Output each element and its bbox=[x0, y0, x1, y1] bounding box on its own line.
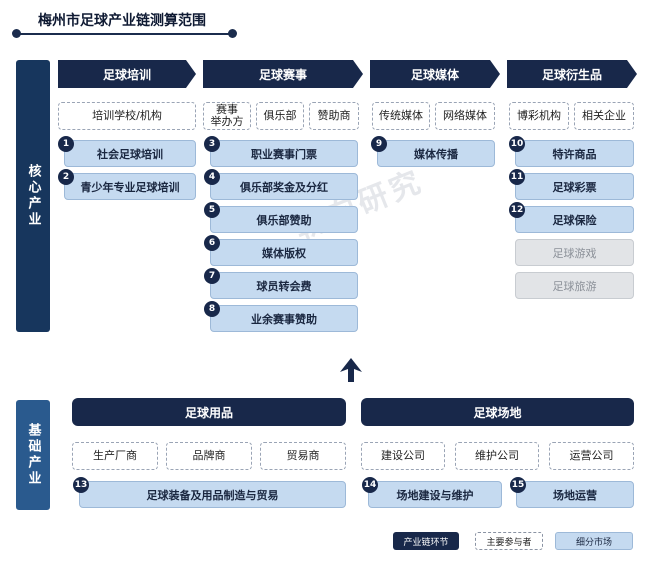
excluded-segment-box: 足球游戏 bbox=[515, 239, 634, 266]
player-box: 建设公司 bbox=[361, 442, 445, 470]
chain-header-training: 足球培训 bbox=[58, 60, 196, 88]
watermark: 朝向研究 bbox=[289, 163, 429, 247]
segment-number: 1 bbox=[58, 136, 74, 152]
chain-header-goods: 足球用品 bbox=[72, 398, 346, 426]
segment-box: 足球彩票 bbox=[515, 173, 634, 200]
player-box: 赛事 举办方 bbox=[203, 102, 251, 130]
segment-number: 2 bbox=[58, 169, 74, 185]
legend-players: 主要参与者 bbox=[475, 532, 543, 550]
segment-box: 俱乐部赞助 bbox=[210, 206, 358, 233]
title-dot-left bbox=[12, 29, 21, 38]
chain-header-derivatives: 足球衍生品 bbox=[507, 60, 637, 88]
player-box: 相关企业 bbox=[574, 102, 634, 130]
segment-box: 俱乐部奖金及分红 bbox=[210, 173, 358, 200]
segment-box: 媒体版权 bbox=[210, 239, 358, 266]
segment-number: 13 bbox=[73, 477, 89, 493]
chain-header-venues: 足球场地 bbox=[361, 398, 634, 426]
legend-chain: 产业链环节 bbox=[393, 532, 459, 550]
segment-box: 业余赛事赞助 bbox=[210, 305, 358, 332]
chain-header-media: 足球媒体 bbox=[370, 60, 500, 88]
player-box: 维护公司 bbox=[455, 442, 539, 470]
segment-box: 职业赛事门票 bbox=[210, 140, 358, 167]
segment-number: 10 bbox=[509, 136, 525, 152]
segment-number: 12 bbox=[509, 202, 525, 218]
player-box: 俱乐部 bbox=[256, 102, 304, 130]
up-arrow-icon bbox=[340, 358, 362, 382]
segment-box: 足球装备及用品制造与贸易 bbox=[79, 481, 346, 508]
legend-segment: 细分市场 bbox=[555, 532, 633, 550]
chain-header-events: 足球赛事 bbox=[203, 60, 363, 88]
player-box: 贸易商 bbox=[260, 442, 346, 470]
segment-box: 球员转会费 bbox=[210, 272, 358, 299]
segment-number: 11 bbox=[509, 169, 525, 185]
player-box: 培训学校/机构 bbox=[58, 102, 196, 130]
excluded-segment-box: 足球旅游 bbox=[515, 272, 634, 299]
segment-box: 足球保险 bbox=[515, 206, 634, 233]
segment-number: 8 bbox=[204, 301, 220, 317]
segment-box: 场地建设与维护 bbox=[368, 481, 502, 508]
segment-number: 3 bbox=[204, 136, 220, 152]
player-box: 赞助商 bbox=[309, 102, 359, 130]
segment-number: 5 bbox=[204, 202, 220, 218]
section-label-base: 基础产业 bbox=[16, 400, 50, 510]
segment-number: 7 bbox=[204, 268, 220, 284]
title-underline bbox=[14, 33, 234, 35]
segment-number: 6 bbox=[204, 235, 220, 251]
player-box: 传统媒体 bbox=[372, 102, 430, 130]
segment-box: 媒体传播 bbox=[377, 140, 495, 167]
player-box: 生产厂商 bbox=[72, 442, 158, 470]
segment-number: 4 bbox=[204, 169, 220, 185]
segment-number: 15 bbox=[510, 477, 526, 493]
segment-box: 场地运营 bbox=[516, 481, 634, 508]
segment-box: 社会足球培训 bbox=[64, 140, 196, 167]
diagram-title: 梅州市足球产业链测算范围 bbox=[38, 13, 206, 29]
player-box: 博彩机构 bbox=[509, 102, 569, 130]
title-dot-right bbox=[228, 29, 237, 38]
player-box: 运营公司 bbox=[549, 442, 634, 470]
segment-number: 9 bbox=[371, 136, 387, 152]
player-box: 品牌商 bbox=[166, 442, 252, 470]
segment-number: 14 bbox=[362, 477, 378, 493]
segment-box: 特许商品 bbox=[515, 140, 634, 167]
player-box: 网络媒体 bbox=[435, 102, 495, 130]
section-label-core: 核心产业 bbox=[16, 60, 50, 332]
segment-box: 青少年专业足球培训 bbox=[64, 173, 196, 200]
